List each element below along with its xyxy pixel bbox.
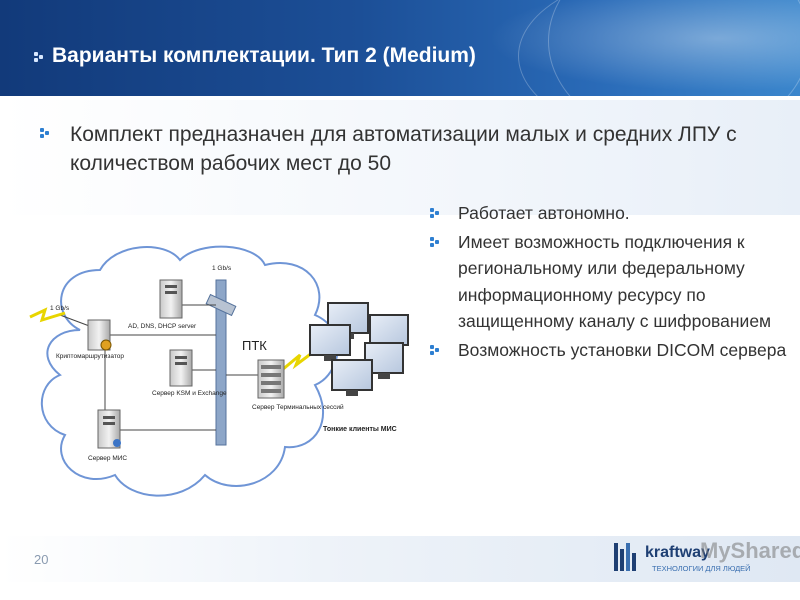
- mis-server-label: Сервер МИС: [88, 455, 127, 462]
- slide-title: Варианты комплектации. Тип 2 (Medium): [34, 44, 476, 68]
- list-item: Возможность установки DICOM сервера: [428, 337, 788, 364]
- list-item-text: Возможность установки DICOM сервера: [458, 339, 787, 360]
- backbone-pipe: [215, 279, 227, 446]
- bullet-icon: [34, 52, 44, 62]
- crypto-router-label: Криптомаршрутизатор: [56, 353, 124, 360]
- wireless-link-icon: [29, 307, 66, 323]
- title-bar: [0, 0, 800, 96]
- list-item: Работает автономно.: [428, 200, 788, 227]
- terminal-server-label: Сервер Терминальных сессий: [252, 403, 344, 411]
- wireless-link-icon: [281, 345, 321, 372]
- server-icon: [159, 279, 183, 319]
- logo-tagline: ТЕХНОЛОГИИ ДЛЯ ЛЮДЕЙ: [652, 564, 751, 573]
- ptk-label: ПТК: [242, 338, 267, 353]
- list-item-text: Работает автономно.: [458, 203, 630, 223]
- thin-client-icon: [309, 324, 351, 361]
- globe-line: [548, 0, 800, 96]
- logo-name: kraftway: [645, 544, 710, 561]
- main-point: Комплект предназначен для автоматизации …: [40, 120, 760, 178]
- slide-title-text: Варианты комплектации. Тип 2 (Medium): [52, 44, 476, 67]
- subtitle-band: [0, 100, 800, 215]
- link-speed-label: 1 Gb/s: [212, 265, 232, 272]
- bullet-icon: [430, 236, 440, 247]
- kraftway-logo-icon: [614, 543, 636, 571]
- thin-clients-label: Тонкие клиенты МИС: [323, 426, 397, 433]
- thin-client-icon: [331, 359, 373, 396]
- list-item-text: Имеет возможность подключения к регионал…: [458, 231, 772, 332]
- footer-bar: [0, 536, 800, 582]
- ad-server-label: AD, DNS, DHCP server: [128, 323, 197, 330]
- globe-line: [518, 0, 800, 96]
- list-item: Имеет возможность подключения к регионал…: [428, 229, 788, 335]
- link-speed-label: 1 Gb/s: [50, 305, 70, 312]
- page-number: 20: [34, 552, 49, 567]
- bullet-list: Работает автономно. Имеет возможность по…: [428, 200, 788, 365]
- bullet-icon: [430, 208, 440, 218]
- network-diagram: 1 Gb/s 1 Gb/s AD, DNS, DHCP server Крипт…: [29, 245, 409, 497]
- bullet-icon: [40, 128, 50, 138]
- server-icon: [169, 349, 193, 387]
- crypto-router-icon: [87, 319, 112, 351]
- ksm-server-label: Сервер KSM и Exchange: [152, 390, 227, 397]
- network-switch-icon: [205, 293, 237, 317]
- main-point-text: Комплект предназначен для автоматизации …: [70, 123, 737, 175]
- server-icon: [97, 409, 121, 449]
- bullet-icon: [430, 344, 440, 355]
- server-rack-icon: [257, 359, 285, 399]
- watermark: MyShared: [700, 538, 800, 563]
